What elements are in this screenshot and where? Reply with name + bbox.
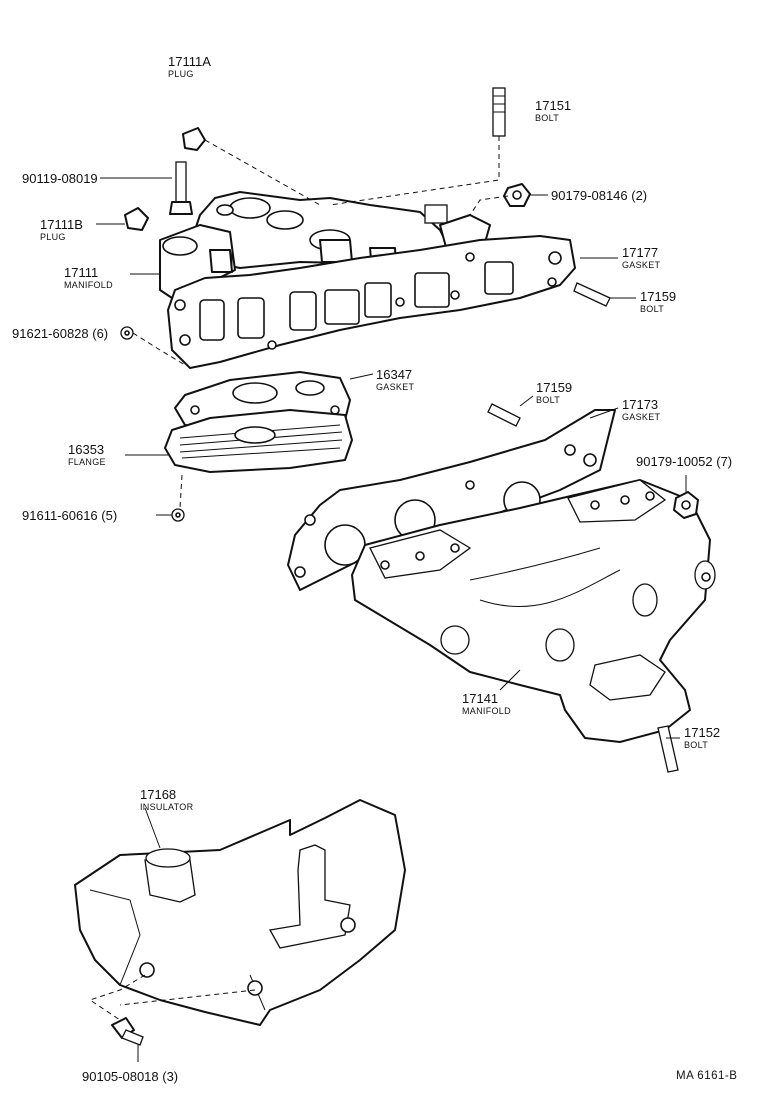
flange-16353-part (164, 409, 353, 473)
callout-nut-91611: 91611-60616 (5) (22, 508, 117, 523)
plug-17111a-icon (182, 127, 206, 151)
bolt-90119-icon (169, 161, 193, 215)
leader-lines (96, 177, 687, 1062)
part-name-label: PLUG (40, 232, 66, 242)
callout-nut-90179-08146: 90179-08146 (2) (551, 188, 647, 203)
nut-90179-08146-icon (503, 183, 531, 207)
part-number-label: 90179-10052 (7) (636, 454, 732, 469)
part-name-label: FLANGE (68, 457, 106, 467)
callout-bolt-17159-upper: 17159 BOLT (640, 289, 676, 314)
part-number-label: 91621-60828 (6) (12, 326, 108, 341)
part-name-label: INSULATOR (140, 802, 194, 812)
part-number-label: 16347 (376, 367, 412, 382)
part-name-label: BOLT (640, 304, 664, 314)
callout-bolt-17159-lower: 17159 BOLT (536, 380, 572, 405)
part-name-label: GASKET (622, 412, 661, 422)
part-number-label: 17173 (622, 397, 658, 412)
callout-nut-91621: 91621-60828 (6) (12, 326, 108, 341)
part-number-label: 17111B (40, 217, 83, 232)
part-number-label: 16353 (68, 442, 104, 457)
figure-reference: MA 6161-B (676, 1070, 737, 1082)
callout-flange-16353: 16353 FLANGE (68, 442, 106, 467)
part-number-label: 90119-08019 (22, 171, 98, 186)
nut-91611-icon (171, 508, 185, 522)
part-number-label: 17159 (640, 289, 676, 304)
exhaust-manifold-part (351, 479, 716, 743)
part-number-label: 90179-08146 (2) (551, 188, 647, 203)
part-name-label: GASKET (376, 382, 415, 392)
part-name-label: GASKET (622, 260, 661, 270)
callout-bolt-90105: 90105-08018 (3) (82, 1069, 178, 1084)
nut-91621-icon (120, 326, 134, 340)
callout-gasket-16347: 16347 GASKET (376, 367, 415, 392)
part-name-label: BOLT (684, 740, 708, 750)
callout-bolt-90119: 90119-08019 (22, 171, 98, 186)
part-name-label: BOLT (536, 395, 560, 405)
callout-bolt-17152: 17152 BOLT (684, 725, 720, 750)
part-number-label: 17111A (168, 54, 211, 69)
part-number-label: 17151 (535, 98, 571, 113)
insulator-part (74, 799, 406, 1026)
gasket-17177-part (167, 235, 576, 369)
part-name-label: MANIFOLD (462, 706, 511, 716)
part-number-label: 91611-60616 (5) (22, 508, 117, 523)
part-number-label: 17177 (622, 245, 658, 260)
part-number-label: 17159 (536, 380, 572, 395)
callout-plug-17111b: 17111B PLUG (40, 217, 83, 242)
callout-manifold-17141: 17141 MANIFOLD (462, 691, 511, 716)
assembly-dashed-lines (88, 136, 509, 1021)
callout-plug-17111a: 17111A PLUG (168, 54, 211, 79)
callout-manifold-17111: 17111 MANIFOLD (64, 265, 113, 290)
part-number-label: 17152 (684, 725, 720, 740)
nut-90179-10052-icon (673, 491, 699, 519)
callout-gasket-17177: 17177 GASKET (622, 245, 661, 270)
bolt-17151-icon (492, 87, 506, 137)
bolt-17159-upper-icon (573, 282, 611, 307)
callout-bolt-17151: 17151 BOLT (535, 98, 571, 123)
plug-17111b-icon (124, 207, 149, 231)
part-number-label: 17141 (462, 691, 498, 706)
part-number-label: 90105-08018 (3) (82, 1069, 178, 1084)
callout-insulator-17168: 17168 INSULATOR (140, 787, 194, 812)
part-name-label: BOLT (535, 113, 559, 123)
bolt-17152-icon (657, 725, 679, 773)
part-name-label: PLUG (168, 69, 194, 79)
part-number-label: 17111 (64, 265, 98, 280)
bolt-17159-lower-icon (487, 403, 521, 427)
callout-gasket-17173: 17173 GASKET (622, 397, 661, 422)
part-number-label: 17168 (140, 787, 176, 802)
part-name-label: MANIFOLD (64, 280, 113, 290)
bolt-90105-icon (111, 1017, 144, 1046)
callout-nut-90179-10052: 90179-10052 (7) (636, 454, 732, 469)
